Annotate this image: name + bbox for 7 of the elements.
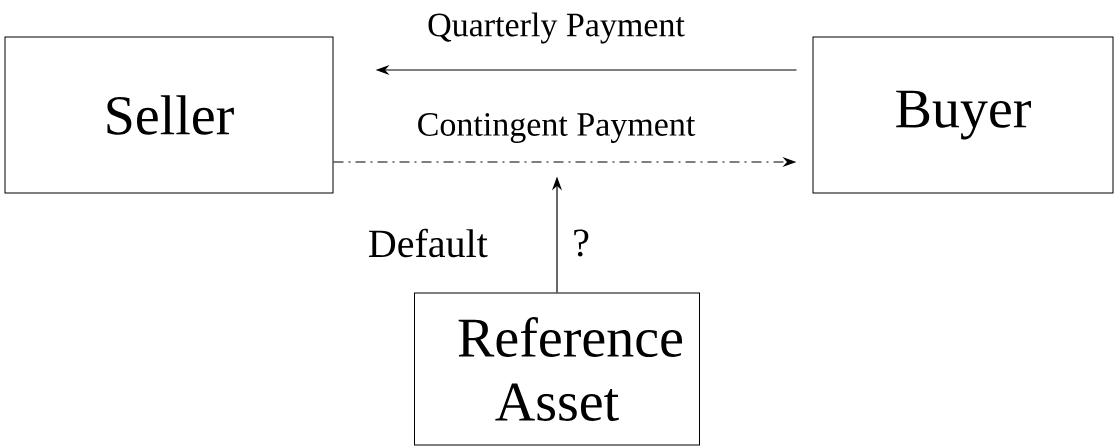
label: ? bbox=[574, 229, 589, 257]
edge-label: Contingent Payment bbox=[414, 111, 698, 145]
box-box: Reference Asset bbox=[414, 292, 700, 446]
label: Default bbox=[369, 228, 488, 258]
edge-label: Quarterly Payment bbox=[425, 10, 687, 46]
box-box: Seller bbox=[4, 36, 334, 194]
box-box: Buyer bbox=[812, 36, 1114, 194]
